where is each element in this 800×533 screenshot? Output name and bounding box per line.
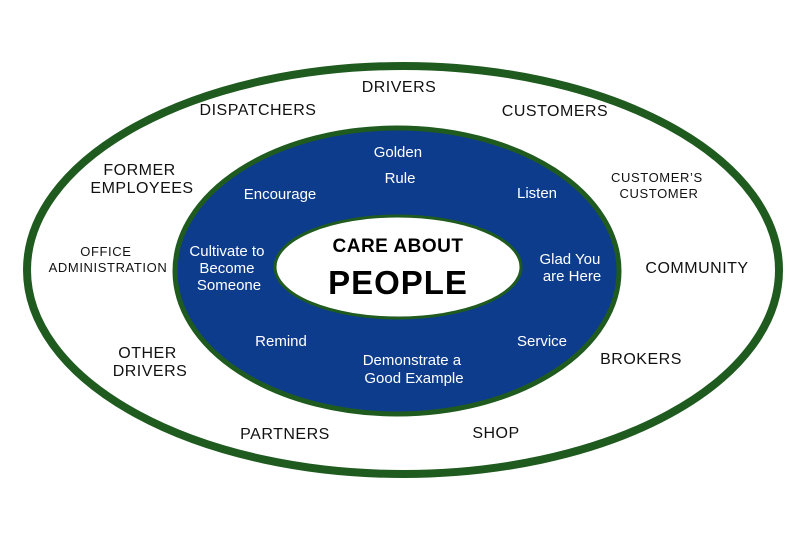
inner-label-remind: Remind bbox=[255, 333, 307, 350]
inner-label-golden-rule-line2: Rule bbox=[385, 170, 416, 187]
outer-label-office-administration: OFFICE ADMINISTRATION bbox=[49, 244, 168, 275]
outer-label-former-employees-line1: FORMER bbox=[103, 162, 175, 179]
outer-label-other-drivers: OTHER DRIVERS bbox=[113, 345, 188, 380]
center-title: CARE ABOUT bbox=[333, 236, 464, 257]
outer-label-other-drivers-line1: OTHER bbox=[118, 345, 177, 362]
inner-label-glad-line2: are Here bbox=[543, 268, 601, 285]
outer-label-customers-customer-line1: CUSTOMER’S bbox=[611, 170, 703, 185]
outer-label-former-employees-line2: EMPLOYEES bbox=[90, 180, 193, 197]
inner-label-encourage: Encourage bbox=[244, 186, 317, 203]
outer-label-former-employees: FORMER EMPLOYEES bbox=[90, 162, 193, 197]
inner-label-cultivate: Cultivate to Become Someone bbox=[189, 243, 268, 294]
outer-label-shop: SHOP bbox=[472, 425, 519, 442]
inner-label-cultivate-line3: Someone bbox=[197, 277, 261, 294]
outer-label-community: COMMUNITY bbox=[645, 260, 748, 277]
outer-label-customers-customer: CUSTOMER’S CUSTOMER bbox=[611, 170, 707, 201]
inner-label-golden-rule-line1: Golden bbox=[374, 144, 422, 161]
center-oval bbox=[273, 214, 523, 320]
inner-label-golden-rule: Golden Rule bbox=[374, 144, 427, 187]
outer-label-customers: CUSTOMERS bbox=[502, 103, 608, 120]
inner-label-service: Service bbox=[517, 333, 567, 350]
inner-label-cultivate-line2: Become bbox=[199, 260, 254, 277]
inner-label-demonstrate-line1: Demonstrate a bbox=[363, 352, 462, 369]
outer-label-office-administration-line1: OFFICE bbox=[80, 244, 131, 259]
outer-label-dispatchers: DISPATCHERS bbox=[200, 102, 317, 119]
center-main-label: PEOPLE bbox=[328, 264, 468, 301]
outer-label-brokers: BROKERS bbox=[600, 351, 682, 368]
outer-label-office-administration-line2: ADMINISTRATION bbox=[49, 260, 168, 275]
inner-label-glad-line1: Glad You bbox=[539, 251, 600, 268]
inner-label-cultivate-line1: Cultivate to bbox=[189, 243, 264, 260]
inner-label-demonstrate-line2: Good Example bbox=[364, 370, 463, 387]
outer-label-partners: PARTNERS bbox=[240, 426, 330, 443]
outer-label-customers-customer-line2: CUSTOMER bbox=[620, 186, 699, 201]
inner-label-demonstrate: Demonstrate a Good Example bbox=[363, 352, 466, 387]
inner-label-glad: Glad You are Here bbox=[539, 251, 604, 285]
inner-label-listen: Listen bbox=[517, 185, 557, 202]
outer-label-other-drivers-line2: DRIVERS bbox=[113, 363, 188, 380]
outer-label-drivers: DRIVERS bbox=[362, 79, 437, 96]
